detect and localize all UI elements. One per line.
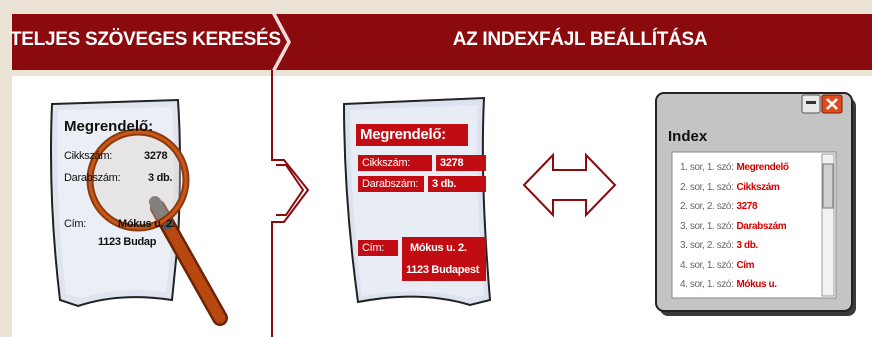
left-doc-addr-line2: 1123 Budap [98,236,157,248]
index-row-word: 3278 [736,201,758,212]
left-doc-heading: Megrendelő: [64,118,154,135]
banner-chevron-divider [272,14,291,70]
middle-doc-item-value: 3278 [436,155,486,171]
index-row-word: 3 db. [736,240,758,251]
index-row-position: 2. sor, 1. szó: [680,181,734,193]
middle-doc-heading: Megrendelő: [356,124,468,146]
process-chevron-arrow [271,70,310,337]
index-window-title: Index [668,128,708,145]
minimize-button-icon [801,94,821,114]
left-doc-addr-label: Cím: [64,218,87,230]
index-row: 1. sor, 1. szó:Megrendelő [680,158,818,178]
index-row: 3. sor, 2. szó:3 db. [680,236,818,256]
banner-title-full-text-search: TELJES SZÖVEGES KERESÉS [10,29,281,50]
index-row-position: 2. sor, 2. szó: [680,201,734,212]
index-row-word: Cikkszám [736,181,780,193]
index-row-position: 1. sor, 1. szó: [680,162,734,173]
middle-doc-addr-label: Cím: [358,240,398,256]
index-row-word: Mókus u. [736,279,777,290]
index-row-word: Megrendelő [736,162,789,173]
index-list: 1. sor, 1. szó:Megrendelő 2. sor, 1. szó… [680,158,818,295]
left-doc-item-label: Cikkszám: [64,150,113,162]
index-row-word: Cím [736,259,755,271]
index-row-position: 4. sor, 1. szó: [680,279,734,290]
index-row: 2. sor, 2. szó:3278 [680,197,818,217]
banner-bar [12,14,872,70]
middle-doc-item-label: Cikkszám: [358,155,432,171]
index-row-word: Darabszám [736,220,787,232]
index-row-position: 3. sor, 2. szó: [680,240,734,251]
left-doc-item-value: 3278 [144,150,168,162]
index-row: 2. sor, 1. szó:Cikkszám [680,178,818,198]
index-row: 4. sor, 1. szó:Mókus u. [680,275,818,295]
index-row-position: 4. sor, 1. szó: [680,259,734,271]
double-headed-arrow-icon [522,152,617,218]
index-row-position: 3. sor, 1. szó: [680,220,734,232]
banner-title-index-setup: AZ INDEXFÁJL BEÁLLÍTÁSA [452,29,708,50]
middle-doc-qty-label: Darabszám: [358,176,424,192]
index-row: 4. sor, 1. szó:Cím [680,256,818,276]
close-button-icon [821,94,843,114]
middle-doc-addr-line1: Mókus u. 2. [402,237,486,259]
left-doc-qty-value: 3 db. [148,172,173,184]
magnifying-glass-icon [86,128,228,326]
left-doc-addr-line1: Mókus u. 2. [118,218,175,230]
left-doc-qty-label: Darabszám: [64,172,121,184]
middle-doc-addr-line2: 1123 Budapest [402,259,486,281]
index-row: 3. sor, 1. szó:Darabszám [680,217,818,237]
middle-doc-qty-value: 3 db. [428,176,486,192]
index-window-frame [655,92,856,316]
